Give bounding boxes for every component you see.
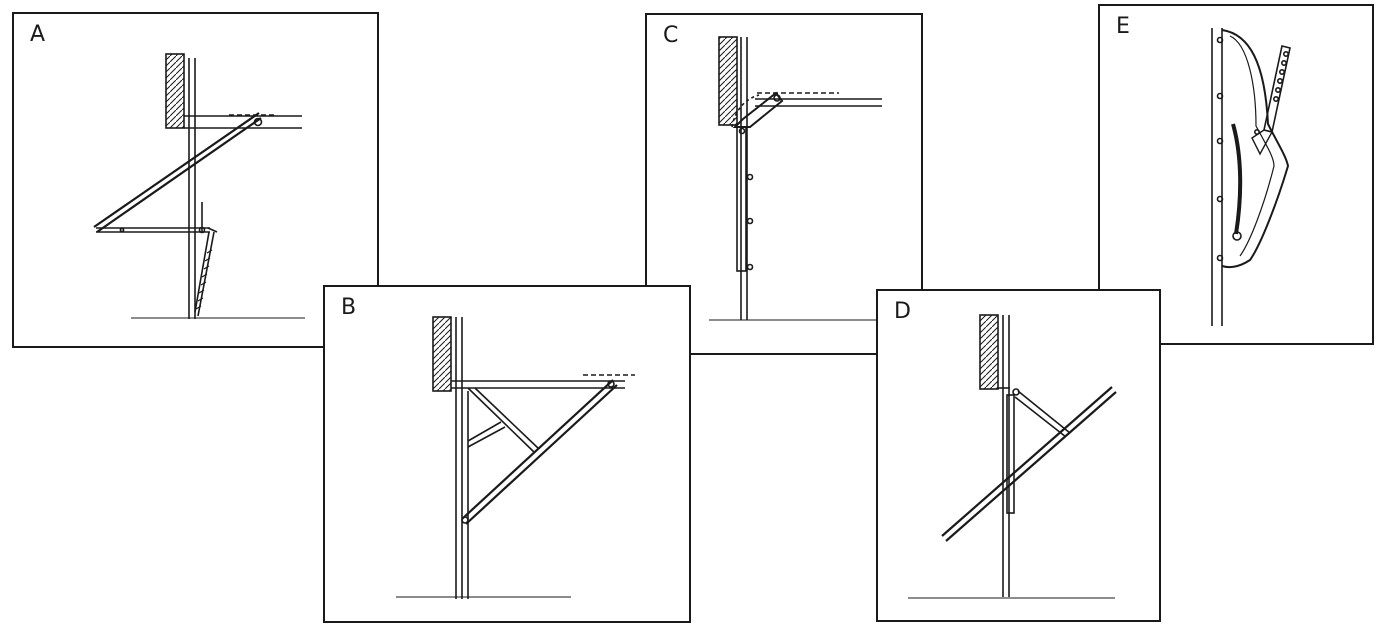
panel-e: E [1098, 4, 1374, 345]
curved-bar [1231, 123, 1243, 235]
panel-label: D [894, 299, 911, 324]
folded-arm [732, 91, 784, 128]
panel-label: E [1116, 14, 1130, 39]
panel-label: B [341, 295, 357, 320]
panel-label: A [30, 22, 46, 47]
long-arm [461, 379, 614, 520]
wall [165, 53, 185, 129]
panel-label: C [663, 23, 679, 48]
long-arm [93, 112, 260, 228]
diagram-e [1211, 28, 1291, 326]
diagram-d [908, 314, 1117, 599]
diagram-a [93, 53, 305, 319]
brace [467, 387, 536, 454]
panel-a: A [12, 12, 379, 348]
long-arm [941, 386, 1113, 537]
wall [718, 36, 738, 126]
housing [1221, 29, 1290, 269]
panel-d: D [876, 289, 1161, 622]
diagram-c [709, 36, 883, 321]
wall [432, 316, 452, 392]
wall [979, 314, 999, 390]
brace [1017, 390, 1071, 434]
vertical-arm [736, 126, 747, 272]
folded-link [1006, 394, 1015, 514]
panel-b: B [323, 285, 691, 623]
diagram-b [396, 316, 635, 599]
